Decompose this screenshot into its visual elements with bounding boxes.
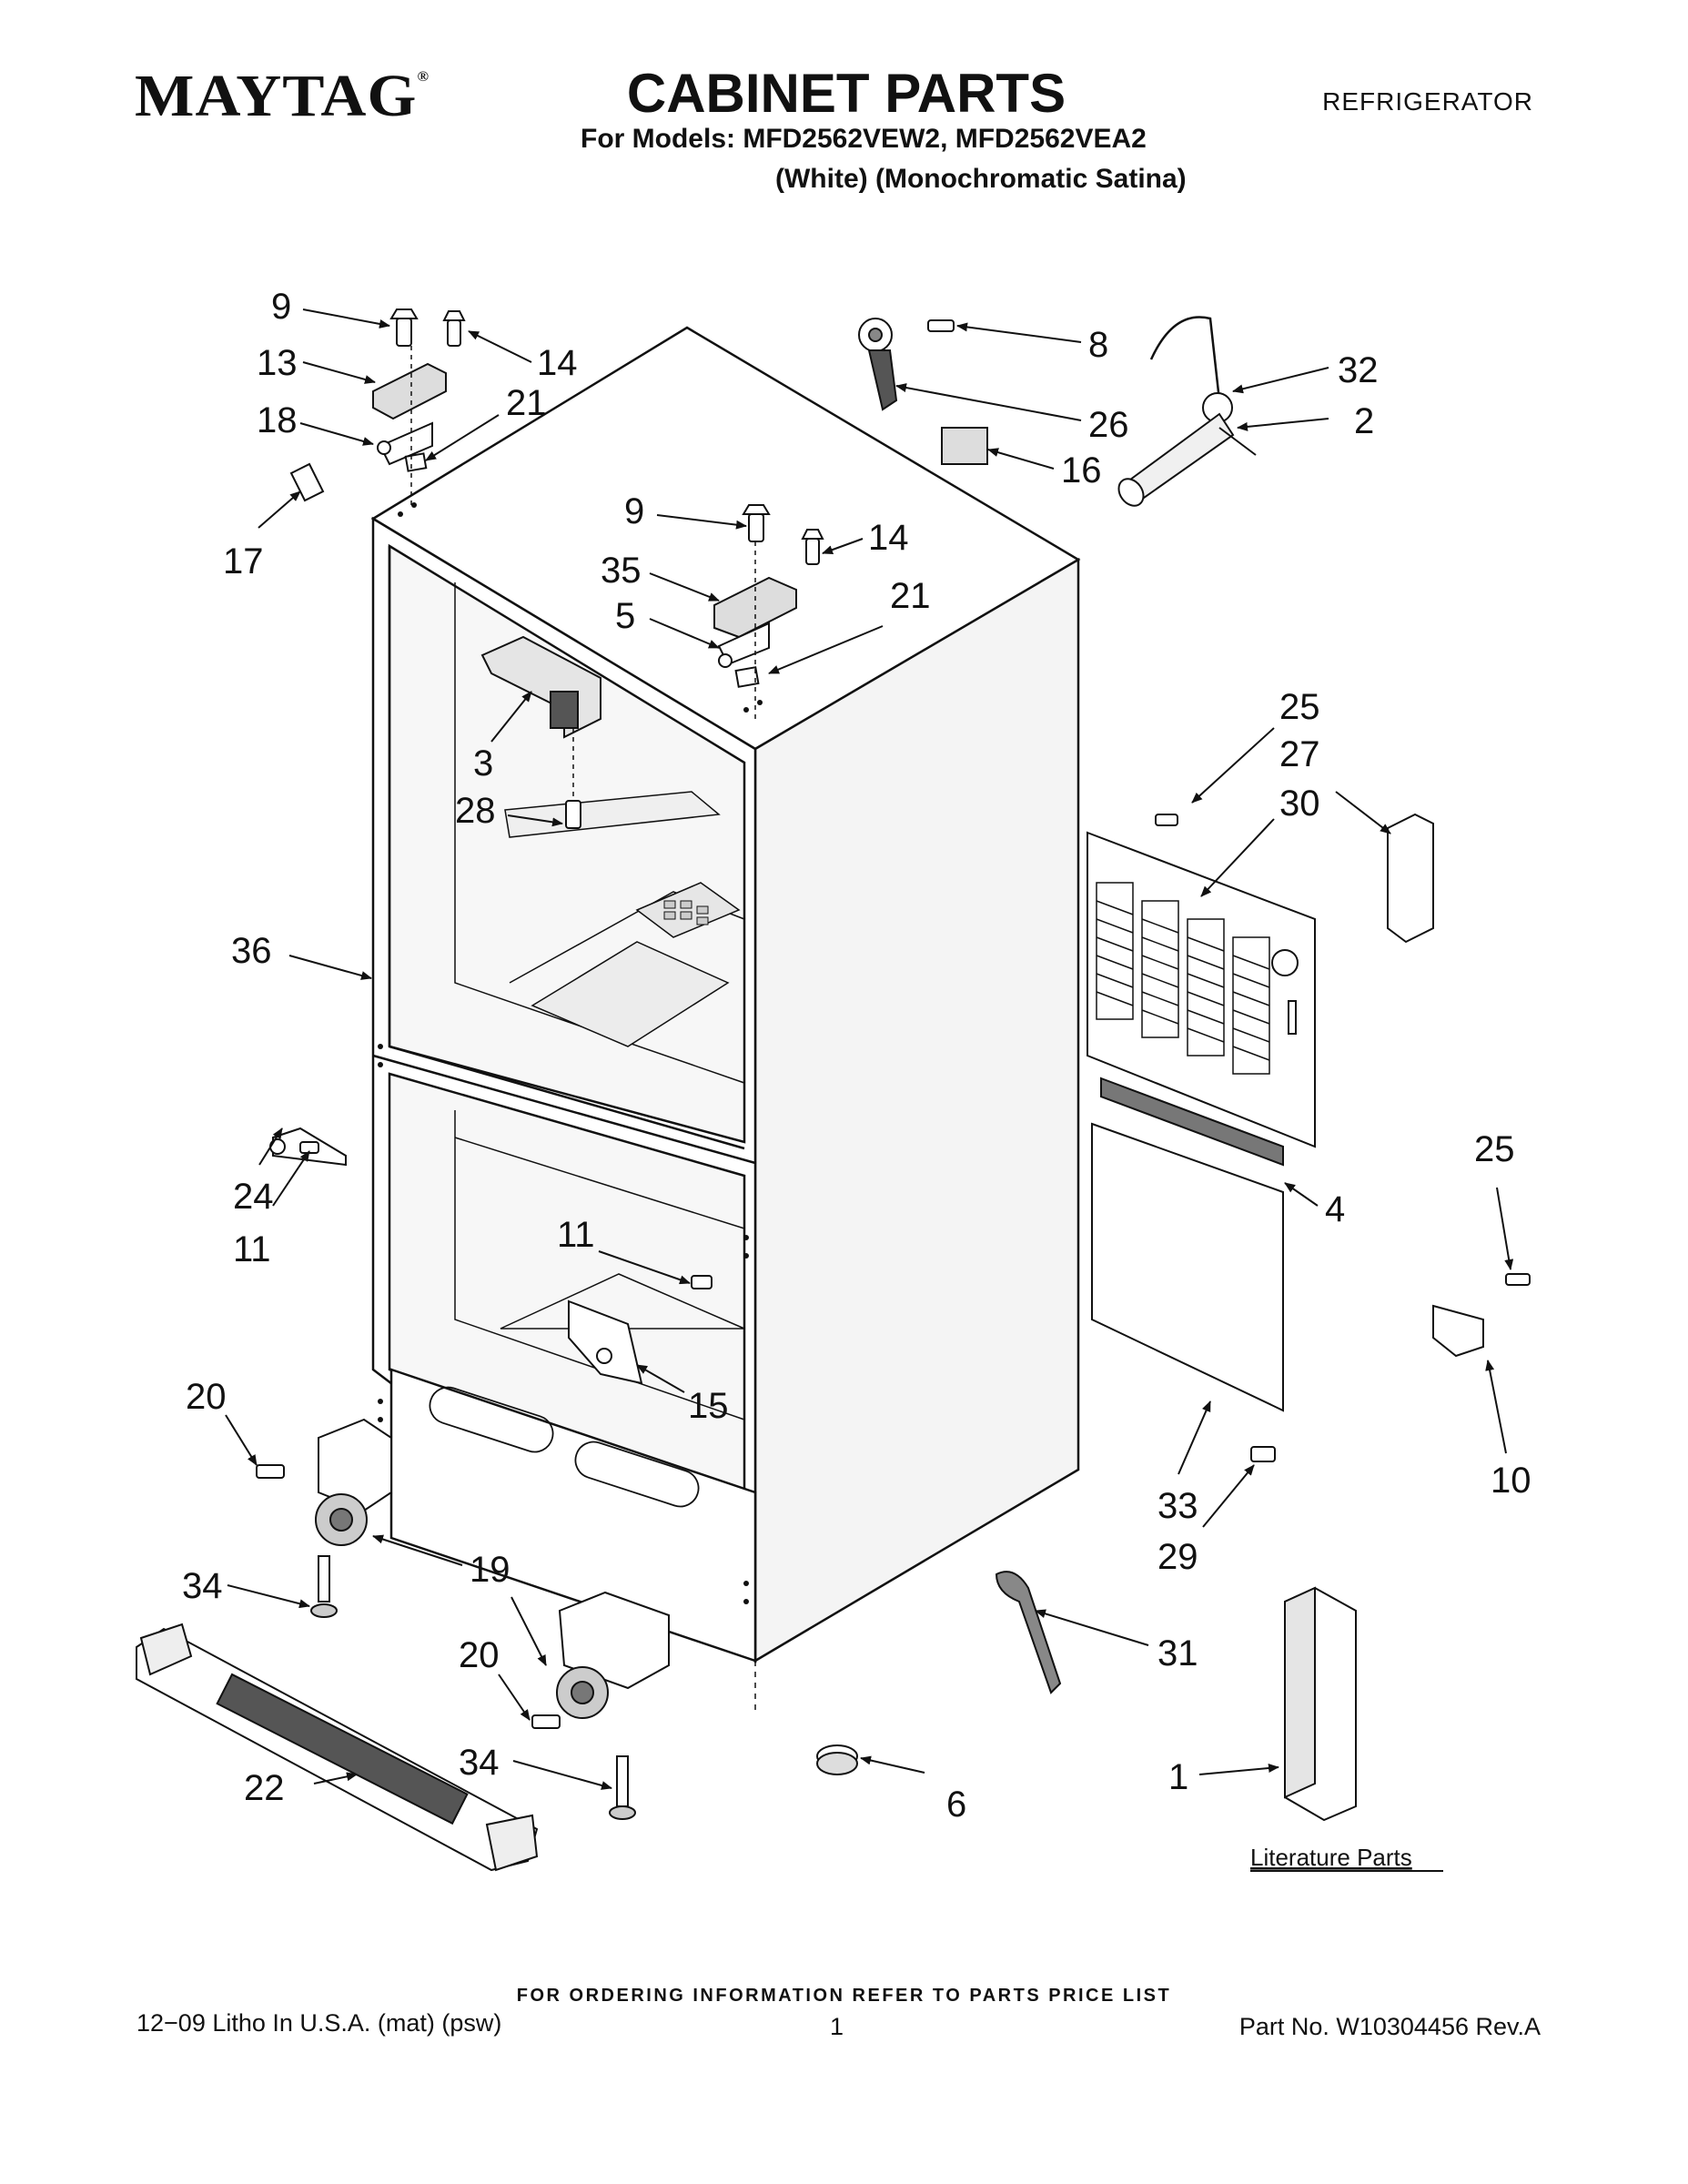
callout-31: 31: [1157, 1633, 1198, 1673]
top-right-parts: [858, 316, 1257, 507]
callout-28: 28: [455, 791, 496, 831]
callout-2: 2: [1354, 401, 1374, 441]
brand-logo: MAYTAG®: [135, 62, 430, 131]
callout-20-left: 20: [186, 1377, 227, 1417]
callout-18: 18: [257, 400, 298, 440]
center-bracket-part: [480, 635, 601, 829]
variants-line: (White) (Monochromatic Satina): [775, 164, 1187, 194]
callout-16: 16: [1061, 450, 1102, 490]
callout-21-center: 21: [890, 576, 931, 616]
misc-parts: [816, 1571, 1357, 1822]
registered-mark: ®: [417, 69, 430, 85]
callout-27: 27: [1279, 734, 1320, 774]
callout-26: 26: [1088, 405, 1129, 445]
callout-14-top: 14: [537, 343, 578, 383]
rear-panel-parts: [1087, 813, 1434, 1412]
callout-11-center: 11: [557, 1215, 595, 1255]
callout-25-clip: 25: [1474, 1129, 1515, 1169]
print-info: 12−09 Litho In U.S.A. (mat) (psw): [136, 2009, 502, 2037]
top-center-hinge-parts: [713, 504, 824, 719]
callout-21-top: 21: [506, 383, 547, 423]
callout-13: 13: [257, 343, 298, 383]
callout-8: 8: [1088, 325, 1108, 365]
callout-29: 29: [1157, 1537, 1198, 1577]
callout-15: 15: [688, 1386, 729, 1426]
leader-arrows: [225, 308, 1514, 1790]
callout-22: 22: [244, 1768, 285, 1808]
callout-33: 33: [1157, 1486, 1198, 1526]
roller-assemblies: [256, 1418, 670, 1729]
callout-35: 35: [601, 551, 642, 591]
literature-parts-label: Literature Parts: [1250, 1844, 1412, 1871]
callout-9-center: 9: [624, 491, 644, 531]
page-number: 1: [830, 2013, 844, 2040]
product-type: REFRIGERATOR: [1322, 87, 1533, 116]
callout-30: 30: [1279, 784, 1320, 824]
leveling-legs: [310, 1555, 636, 1820]
callout-11-left: 11: [233, 1229, 271, 1269]
callout-5: 5: [615, 596, 635, 636]
callout-34-left: 34: [182, 1566, 223, 1606]
ordering-note: FOR ORDERING INFORMATION REFER TO PARTS …: [516, 1986, 1172, 2006]
callout-34-right: 34: [459, 1743, 500, 1783]
part-number: Part No. W10304456 Rev.A: [1238, 2013, 1541, 2040]
callout-25-grille: 25: [1279, 687, 1320, 727]
top-left-hinge-parts: [289, 308, 466, 510]
callout-20-right: 20: [459, 1635, 500, 1675]
base-grille: [136, 1623, 539, 1872]
callout-6: 6: [946, 1785, 966, 1825]
callout-14-center: 14: [868, 518, 909, 558]
callout-36: 36: [231, 931, 272, 971]
callout-32: 32: [1338, 350, 1379, 390]
callout-4: 4: [1325, 1189, 1345, 1229]
callout-19: 19: [470, 1550, 510, 1590]
callout-17: 17: [223, 541, 264, 581]
models-line: For Models: MFD2562VEW2, MFD2562VEA2: [581, 124, 1147, 154]
callout-10: 10: [1491, 1461, 1531, 1501]
callout-numbers: 9 13 14 18 21 17 8 26 16 32 2 9 14 35 5 …: [182, 287, 1531, 1872]
brand-name: MAYTAG: [135, 63, 418, 129]
page-title: CABINET PARTS: [626, 63, 1066, 124]
callout-3: 3: [473, 743, 493, 784]
callout-24: 24: [233, 1177, 274, 1217]
cabinet-shell: [370, 326, 1081, 1711]
callout-9-top: 9: [271, 287, 291, 327]
callout-1: 1: [1168, 1757, 1188, 1797]
